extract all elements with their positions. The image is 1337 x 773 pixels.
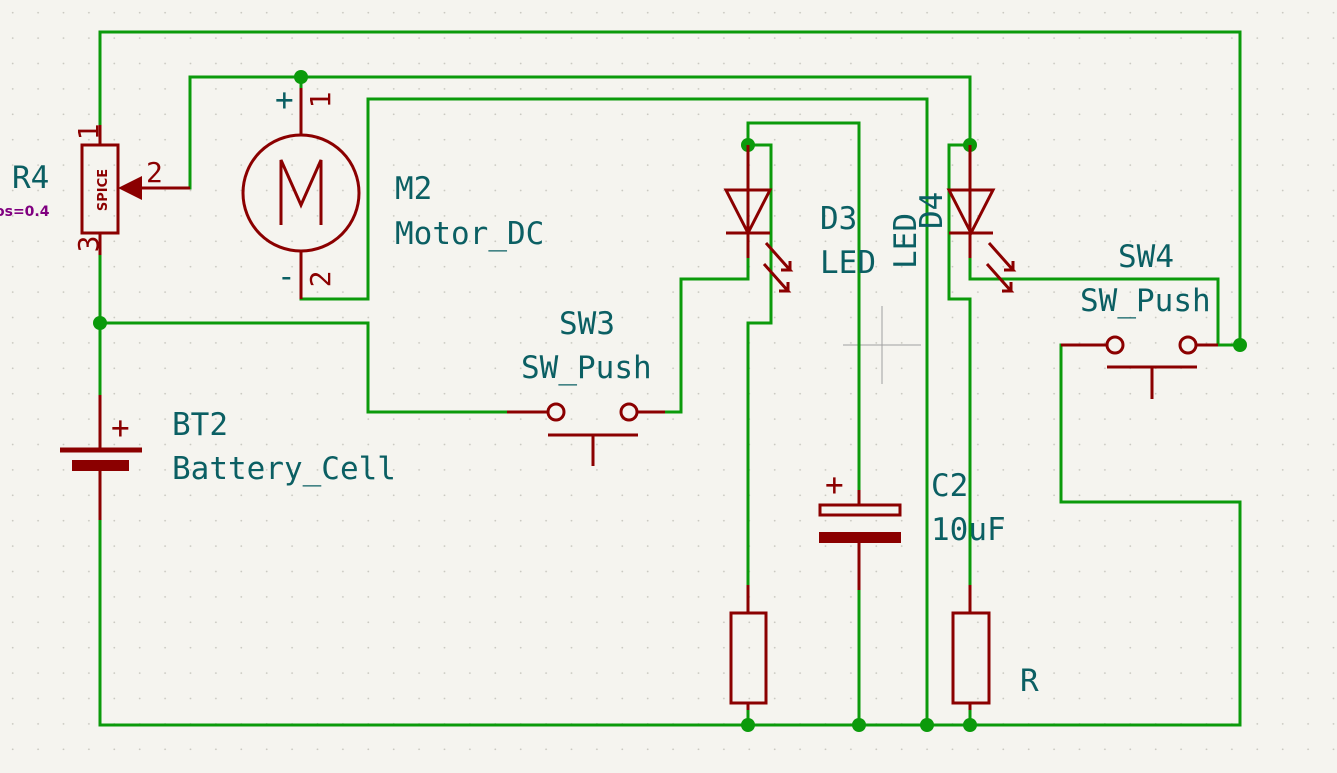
r4-reference: R4 — [12, 160, 49, 196]
junctions — [93, 70, 1247, 732]
sw3-reference: SW3 — [559, 306, 615, 342]
wiper-arrow-icon — [118, 176, 142, 200]
d4-reference: D4 — [914, 192, 950, 229]
wire-motor-return[interactable] — [299, 97, 929, 727]
wire-motor-top[interactable] — [188, 75, 972, 190]
junction-dot — [963, 718, 977, 732]
spice-label: SPICE — [96, 169, 111, 211]
potentiometer-body — [80, 143, 120, 235]
led-d3[interactable]: D3 LED — [723, 145, 876, 293]
wire-d4-anode[interactable] — [947, 143, 972, 587]
wire-c2-top[interactable] — [746, 121, 861, 492]
bt2-reference: BT2 — [172, 407, 228, 443]
motor-body — [241, 133, 361, 253]
resistor-right[interactable]: R — [951, 585, 1039, 710]
d4-value: LED — [888, 213, 924, 269]
push-button-sw4[interactable]: SW4 SW_Push — [1061, 239, 1218, 399]
potentiometer-r4[interactable]: SPICE R4 os=0.4 1 2 3 — [0, 124, 190, 255]
m2-plus-sign: + — [275, 82, 294, 118]
light-arrows-icon — [762, 242, 794, 293]
r4-pin-2: 2 — [146, 156, 163, 189]
c2-plus-sign: + — [825, 467, 844, 503]
wire-d3-cathode[interactable] — [663, 256, 750, 414]
battery-bt2[interactable]: + BT2 Battery_Cell — [60, 395, 396, 520]
resistor-left[interactable] — [729, 585, 768, 710]
wire-d4-cathode[interactable] — [968, 256, 1242, 347]
led-d4[interactable]: D4 LED — [888, 145, 1017, 293]
m2-value: Motor_DC — [395, 216, 544, 252]
junction-dot — [741, 718, 755, 732]
sw3-value: SW_Push — [521, 350, 652, 386]
d3-reference: D3 — [820, 201, 857, 237]
m2-reference: M2 — [395, 171, 432, 207]
junction-dot — [93, 316, 107, 330]
motor-m-icon — [279, 159, 323, 225]
r4-pin-3: 3 — [72, 236, 105, 253]
junction-dot — [920, 718, 934, 732]
d3-value: LED — [820, 245, 876, 281]
cursor-crosshair — [843, 306, 921, 384]
light-arrows-icon — [985, 242, 1017, 293]
motor-m2[interactable]: + 1 - 2 M2 Motor_DC — [241, 82, 544, 299]
wire-sw3-left[interactable] — [98, 321, 509, 414]
sw4-reference: SW4 — [1118, 239, 1174, 275]
c2-value: 10uF — [931, 512, 1006, 548]
junction-dot — [852, 718, 866, 732]
wire-d3-anode[interactable] — [746, 143, 773, 587]
push-button-sw3[interactable]: SW3 SW_Push — [507, 306, 665, 466]
bt2-plus-sign: + — [111, 410, 130, 446]
sw4-value: SW_Push — [1080, 283, 1211, 319]
resistor-value: R — [1020, 663, 1039, 699]
r4-parameter: os=0.4 — [0, 204, 50, 220]
bt2-value: Battery_Cell — [172, 451, 396, 487]
m2-minus-sign: - — [277, 259, 296, 295]
c2-reference: C2 — [931, 468, 968, 504]
m2-pin-1: 1 — [304, 92, 337, 109]
junction-dot — [294, 70, 308, 84]
m2-pin-2: 2 — [304, 271, 337, 288]
junction-dot — [1233, 338, 1247, 352]
r4-pin-1: 1 — [72, 124, 105, 141]
capacitor-c2[interactable]: + C2 10uF — [818, 467, 1006, 590]
wire-top-loop[interactable] — [98, 30, 1242, 347]
